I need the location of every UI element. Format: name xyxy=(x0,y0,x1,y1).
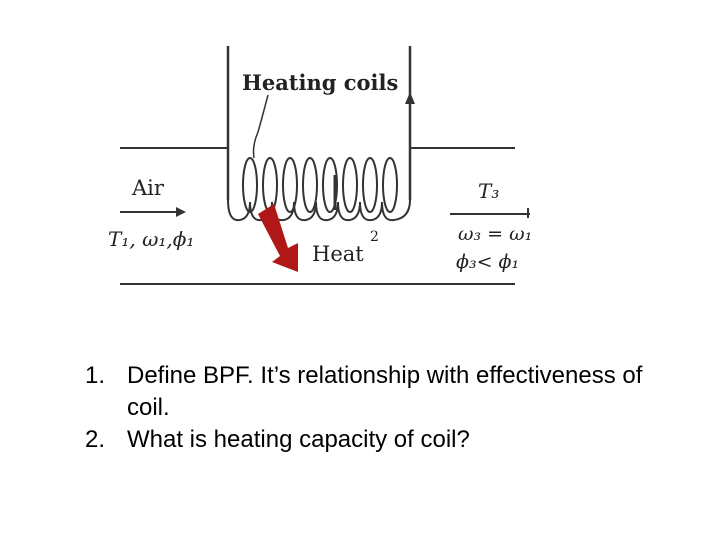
question-item: 1. Define BPF. It’s relationship with ef… xyxy=(80,360,680,424)
heating-coils-label: Heating coils xyxy=(242,70,398,95)
coil-turn xyxy=(242,157,258,213)
inlet-state-label: T₁, ω₁,ϕ₁ xyxy=(108,227,194,251)
coil-turn xyxy=(282,157,298,213)
question-item: 2. What is heating capacity of coil? xyxy=(80,424,680,456)
question-text: What is heating capacity of coil? xyxy=(127,426,470,453)
coil-turn xyxy=(342,157,358,213)
coil-turn xyxy=(302,157,318,213)
heat-arrow-icon xyxy=(258,204,298,272)
question-number: 1. xyxy=(85,362,106,389)
omega-relation-label: ω₃ = ω₁ xyxy=(458,223,532,245)
heat-label: Heat xyxy=(312,242,364,266)
question-text: Define BPF. It’s relationship with effec… xyxy=(127,362,643,421)
t3-label: T₃ xyxy=(478,179,499,203)
coil-turns xyxy=(242,157,398,213)
question-number: 2. xyxy=(85,426,106,453)
heating-coils-leader-line xyxy=(252,94,269,159)
phi-relation-label: ϕ₃< ϕ₁ xyxy=(456,251,519,273)
heating-coil-diagram: Heating coils Air T₁, ω₁,ϕ₁ Heat 2 T₃ ω₃… xyxy=(108,46,532,285)
pipe-flow-arrow-icon xyxy=(405,92,415,104)
coil-turn xyxy=(382,157,398,213)
coil-turn xyxy=(322,157,338,213)
question-list: 1. Define BPF. It’s relationship with ef… xyxy=(80,360,680,456)
air-label: Air xyxy=(131,176,165,200)
coil-turn xyxy=(262,157,278,213)
state-2-label: 2 xyxy=(370,229,379,245)
air-flow-arrowhead-icon xyxy=(176,207,186,217)
coil-turn xyxy=(362,157,378,213)
